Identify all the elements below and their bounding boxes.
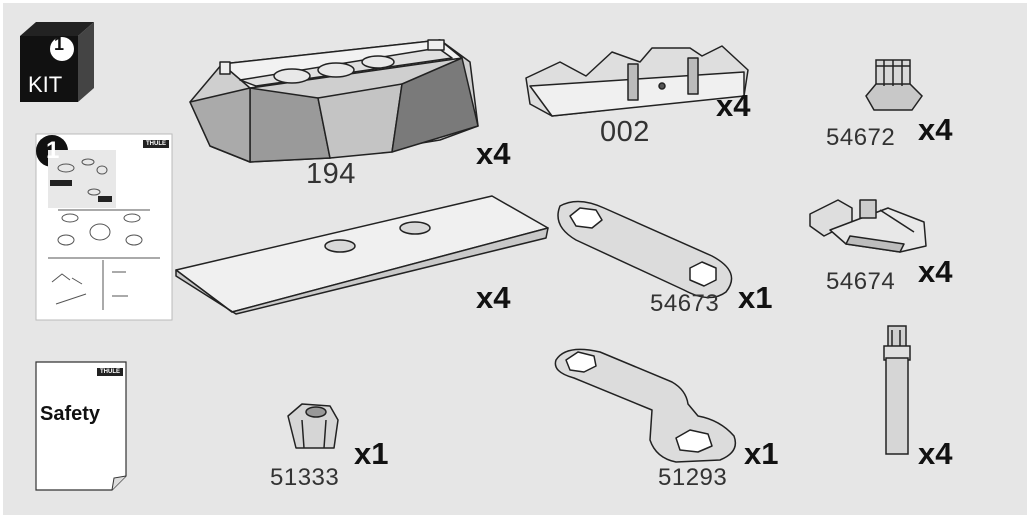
part-number-002: 002 [600,116,650,148]
safety-brand-label: THULE [97,368,123,376]
part-number-54674: 54674 [826,268,896,295]
quantity-support-bar: x4 [476,280,511,315]
nut-51333-illustration [287,403,339,449]
quantity-54672: x4 [918,112,953,147]
kit-contents-panel [3,3,1027,515]
support-bar-illustration [175,195,549,315]
kit-box-icon [20,22,94,102]
part-number-54672: 54672 [826,124,896,151]
clamp-bracket-002-illustration [525,45,749,117]
manual-step-number: 1 [46,137,60,164]
quantity-stud-pin: x4 [918,436,953,471]
quantity-194: x4 [476,136,511,171]
part-number-194: 194 [306,158,356,190]
manual-brand-label: THULE [143,140,169,148]
stud-pin-illustration [883,325,911,455]
part-number-51333: 51333 [270,464,340,491]
quantity-002: x4 [716,88,751,123]
part-number-51293: 51293 [658,464,728,491]
part-number-54673: 54673 [650,290,720,317]
foot-pad-194-illustration [189,39,479,163]
quantity-54673: x1 [738,280,773,315]
wrench-51293-illustration [554,348,737,463]
quantity-54674: x4 [918,254,953,289]
clamp-54674-illustration [809,199,927,253]
kit-label: KIT [28,72,63,97]
wrench-54673-illustration [557,200,733,299]
safety-title: Safety [40,403,101,425]
nut-54672-illustration [865,59,923,111]
safety-booklet-icon [35,361,127,491]
quantity-51293: x1 [744,436,779,471]
quantity-51333: x1 [354,436,389,471]
kit-step-number: 1 [54,34,65,54]
instruction-manual-icon [35,133,173,321]
